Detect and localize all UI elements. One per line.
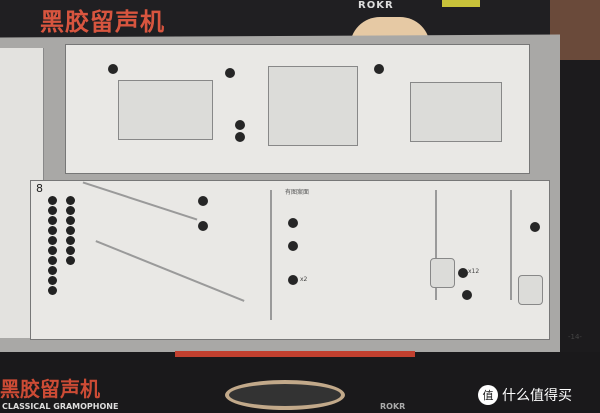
box-subtitle: CLASSICAL GRAMOPHONE	[2, 402, 119, 411]
quantity-label: x2	[300, 276, 308, 283]
assembly-drawing	[410, 82, 502, 142]
gear-drawing	[518, 275, 543, 305]
rod-drawing	[270, 190, 272, 320]
part-callout	[198, 221, 208, 231]
part-callout	[374, 64, 384, 74]
gramophone-image	[225, 380, 345, 410]
part-callout	[530, 222, 540, 232]
page-number: -14-	[568, 333, 582, 341]
part-callout	[198, 196, 208, 206]
part-callout	[288, 275, 298, 285]
part-callout	[288, 218, 298, 228]
red-stripe	[175, 351, 415, 357]
box-brand-bottom: ROKR	[380, 402, 406, 411]
quantity-label: x12	[468, 268, 480, 275]
assembly-drawing	[268, 66, 358, 146]
box-title-bottom: 黑胶留声机	[0, 377, 100, 401]
rod-drawing	[510, 190, 512, 300]
part-callout	[235, 132, 245, 142]
parts-list	[66, 195, 78, 266]
watermark: 值 什么值得买	[478, 385, 572, 405]
rod-drawing	[435, 190, 437, 300]
part-callout	[225, 68, 235, 78]
box-brand-top: ROKR	[358, 0, 394, 11]
step-number: 8	[36, 182, 43, 195]
part-callout	[458, 268, 468, 278]
part-callout	[235, 120, 245, 130]
parts-list	[48, 195, 60, 296]
part-callout	[108, 64, 118, 74]
pattern-side-label: 有图案面	[285, 189, 310, 196]
step-panel-8	[30, 180, 550, 340]
part-callout	[462, 290, 472, 300]
watermark-logo-icon: 值	[478, 385, 498, 405]
box-label	[442, 0, 480, 7]
assembly-drawing	[118, 80, 213, 140]
box-title-top: 黑胶留声机	[40, 8, 165, 36]
gear-drawing	[430, 258, 455, 288]
part-callout	[288, 241, 298, 251]
watermark-text: 什么值得买	[502, 388, 572, 404]
